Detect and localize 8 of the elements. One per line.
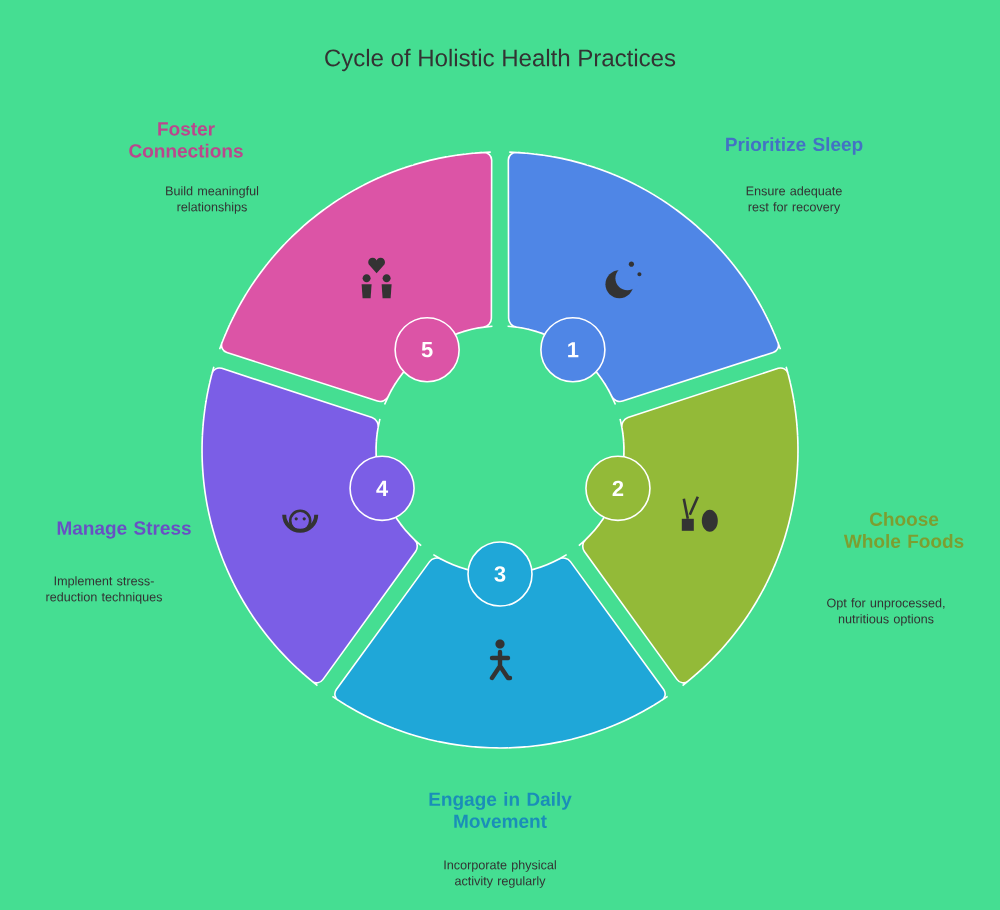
segment: 4 (201, 365, 422, 687)
heading: Choose Whole Foods (843, 512, 964, 548)
title: Cycle of Holistic Health Practices (325, 48, 676, 72)
heading: Manage Stress (57, 521, 191, 539)
segment: 3 (331, 541, 669, 749)
heading: Prioritize Sleep (726, 137, 863, 155)
segment: 2 (578, 365, 799, 687)
heading: Engage in Daily Movement (429, 792, 572, 828)
